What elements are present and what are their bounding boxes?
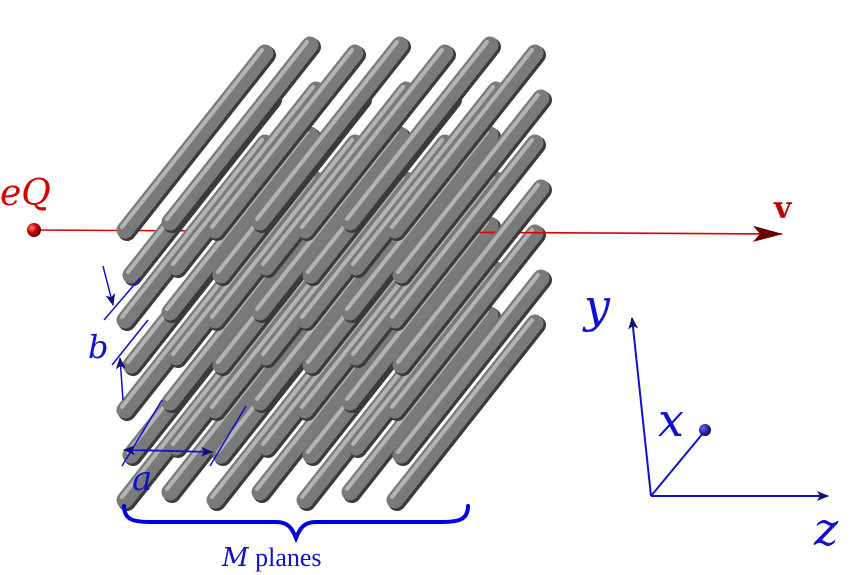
planes-caption: M planes: [221, 543, 322, 573]
axis-x-label: x: [658, 393, 684, 447]
axis-y-label: y: [582, 279, 611, 333]
crystal-rod: [386, 314, 544, 509]
charge-particle: [27, 223, 41, 237]
crystal-rod-highlight: [261, 85, 405, 266]
axis-z-label: z: [813, 502, 839, 556]
crystal-rod: [206, 44, 364, 239]
crystal-rod-highlight: [351, 85, 495, 266]
crystal-rod: [392, 89, 550, 284]
crystal-rod: [251, 126, 409, 321]
axis-x-line: [650, 431, 705, 497]
crystal-rod: [392, 179, 550, 374]
crystal-rod-highlight: [345, 40, 489, 221]
crystal-rod-highlight: [210, 138, 354, 319]
crystal-rod: [341, 126, 499, 321]
crystal-rod-highlight: [210, 48, 354, 229]
crystal-rod-highlight: [120, 48, 264, 229]
crystal-rod-highlight: [165, 40, 309, 221]
spacing-b-label: b: [88, 328, 108, 366]
crystal-rod: [392, 269, 550, 464]
crystal-rod-highlight: [171, 85, 315, 266]
velocity-label: v: [773, 191, 793, 226]
crystal-rod-highlight: [390, 48, 534, 229]
crystal-rod-highlight: [300, 48, 444, 229]
planes-var: M: [221, 543, 250, 573]
crystal-rod-highlight: [390, 318, 534, 499]
crystal-rod-highlight: [396, 183, 540, 364]
coordinate-axes: [628, 317, 829, 501]
planes-word: planes: [249, 543, 322, 572]
charge-label: eQ: [0, 173, 51, 214]
axis-x-arrowhead: [699, 424, 711, 436]
crystal-rod: [161, 126, 319, 321]
spacing-a-label: a: [132, 459, 152, 499]
crystal-rod: [116, 44, 274, 239]
crystal-rod: [251, 36, 409, 231]
crystal-rods-front-layer: [116, 36, 552, 376]
crystal-rod-highlight: [255, 40, 399, 221]
crystal-rod-highlight: [390, 138, 534, 319]
crystal-rod-highlight: [396, 93, 540, 274]
spacing-a-annotation: [121, 399, 247, 467]
crystal-rod: [341, 306, 499, 501]
crystal-rod: [161, 36, 319, 231]
crystal-rod: [341, 36, 499, 231]
crystal-rod: [386, 134, 544, 329]
planes-brace: [122, 504, 470, 544]
crystal-rod-highlight: [120, 138, 264, 319]
spacing-b-annotation: [102, 265, 149, 401]
axis-y-line: [628, 317, 652, 497]
crystal-rod: [296, 44, 454, 239]
crystal-rod: [341, 216, 499, 411]
crystal-rod-highlight: [300, 138, 444, 319]
crystal-rod-highlight: [396, 273, 540, 454]
crystal-rod: [386, 44, 544, 239]
crystal-rod-highlight: [390, 228, 534, 409]
crystal-rod: [386, 224, 544, 419]
